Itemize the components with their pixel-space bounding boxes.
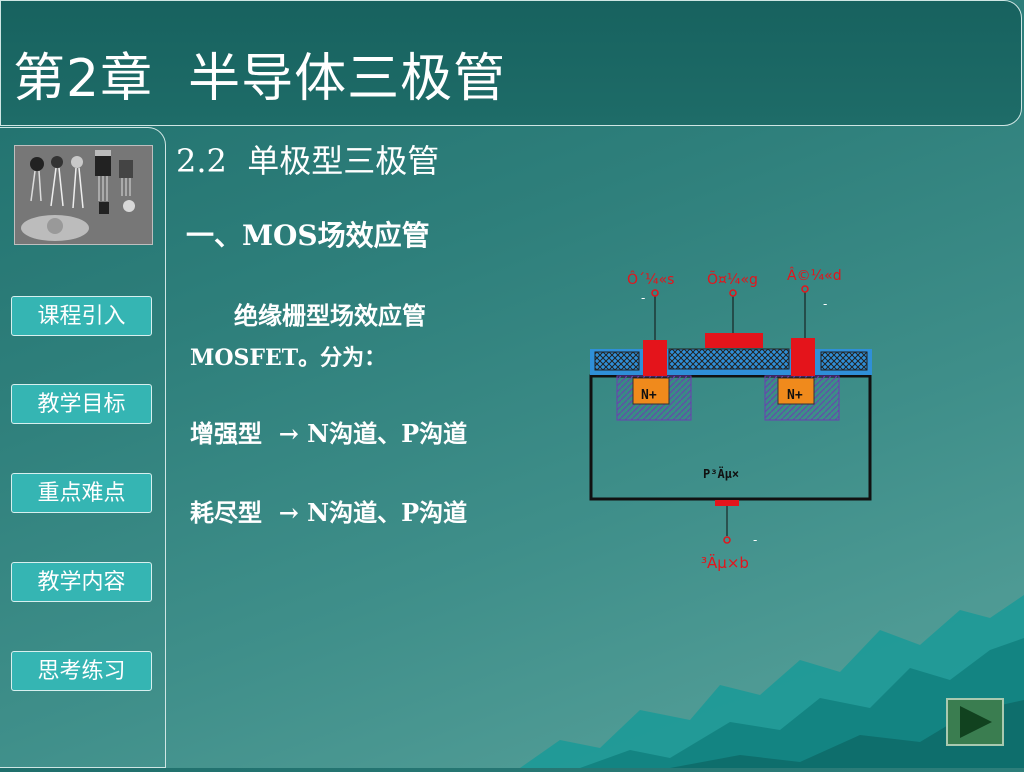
substrate-label: P³Äµ× — [703, 466, 739, 481]
depletion-type: 耗尽型 → N沟道、P沟道 — [190, 498, 468, 527]
source-label: Ô´¼«s — [627, 270, 674, 288]
play-triangle-icon — [960, 706, 992, 738]
sidebar-item-course-intro[interactable]: 课程引入 — [11, 296, 152, 336]
subsection-title: 一、MOS场效应管 — [186, 219, 430, 252]
title-bar: 第2章 半导体三极管 — [0, 0, 1022, 126]
drain-minus: - — [823, 297, 827, 311]
body-minus: - — [753, 533, 757, 547]
n-plus-right-label: N+ — [787, 388, 803, 403]
next-slide-button[interactable] — [946, 698, 1004, 746]
mosfet-diagram: N+ N+ Ô´¼«s Õ¤¼«g Â©¼«d - - - P³Äµ× ³Äµ×… — [585, 262, 885, 582]
transistor-photo — [14, 145, 153, 245]
source-minus: - — [641, 291, 645, 305]
paragraph-line-2: MOSFET。分为： — [190, 345, 387, 371]
n-plus-left-label: N+ — [641, 388, 657, 403]
sidebar-item-teaching-goals[interactable]: 教学目标 — [11, 384, 152, 424]
sidebar-item-teaching-content[interactable]: 教学内容 — [11, 562, 152, 602]
gate-label: Õ¤¼«g — [707, 271, 758, 288]
enhancement-type: 增强型 → N沟道、P沟道 — [190, 419, 468, 448]
drain-label: Â©¼«d — [787, 266, 842, 284]
body-label: ³Äµ×b — [701, 553, 749, 572]
sidebar-item-exercises[interactable]: 思考练习 — [11, 651, 152, 691]
mountain-decoration — [520, 590, 1024, 768]
section-title: 2.2 单极型三极管 — [176, 142, 440, 180]
page-title: 第2章 半导体三极管 — [13, 49, 507, 109]
sidebar-item-key-points[interactable]: 重点难点 — [11, 473, 152, 513]
paragraph-line-1: 绝缘栅型场效应管 — [234, 301, 426, 330]
